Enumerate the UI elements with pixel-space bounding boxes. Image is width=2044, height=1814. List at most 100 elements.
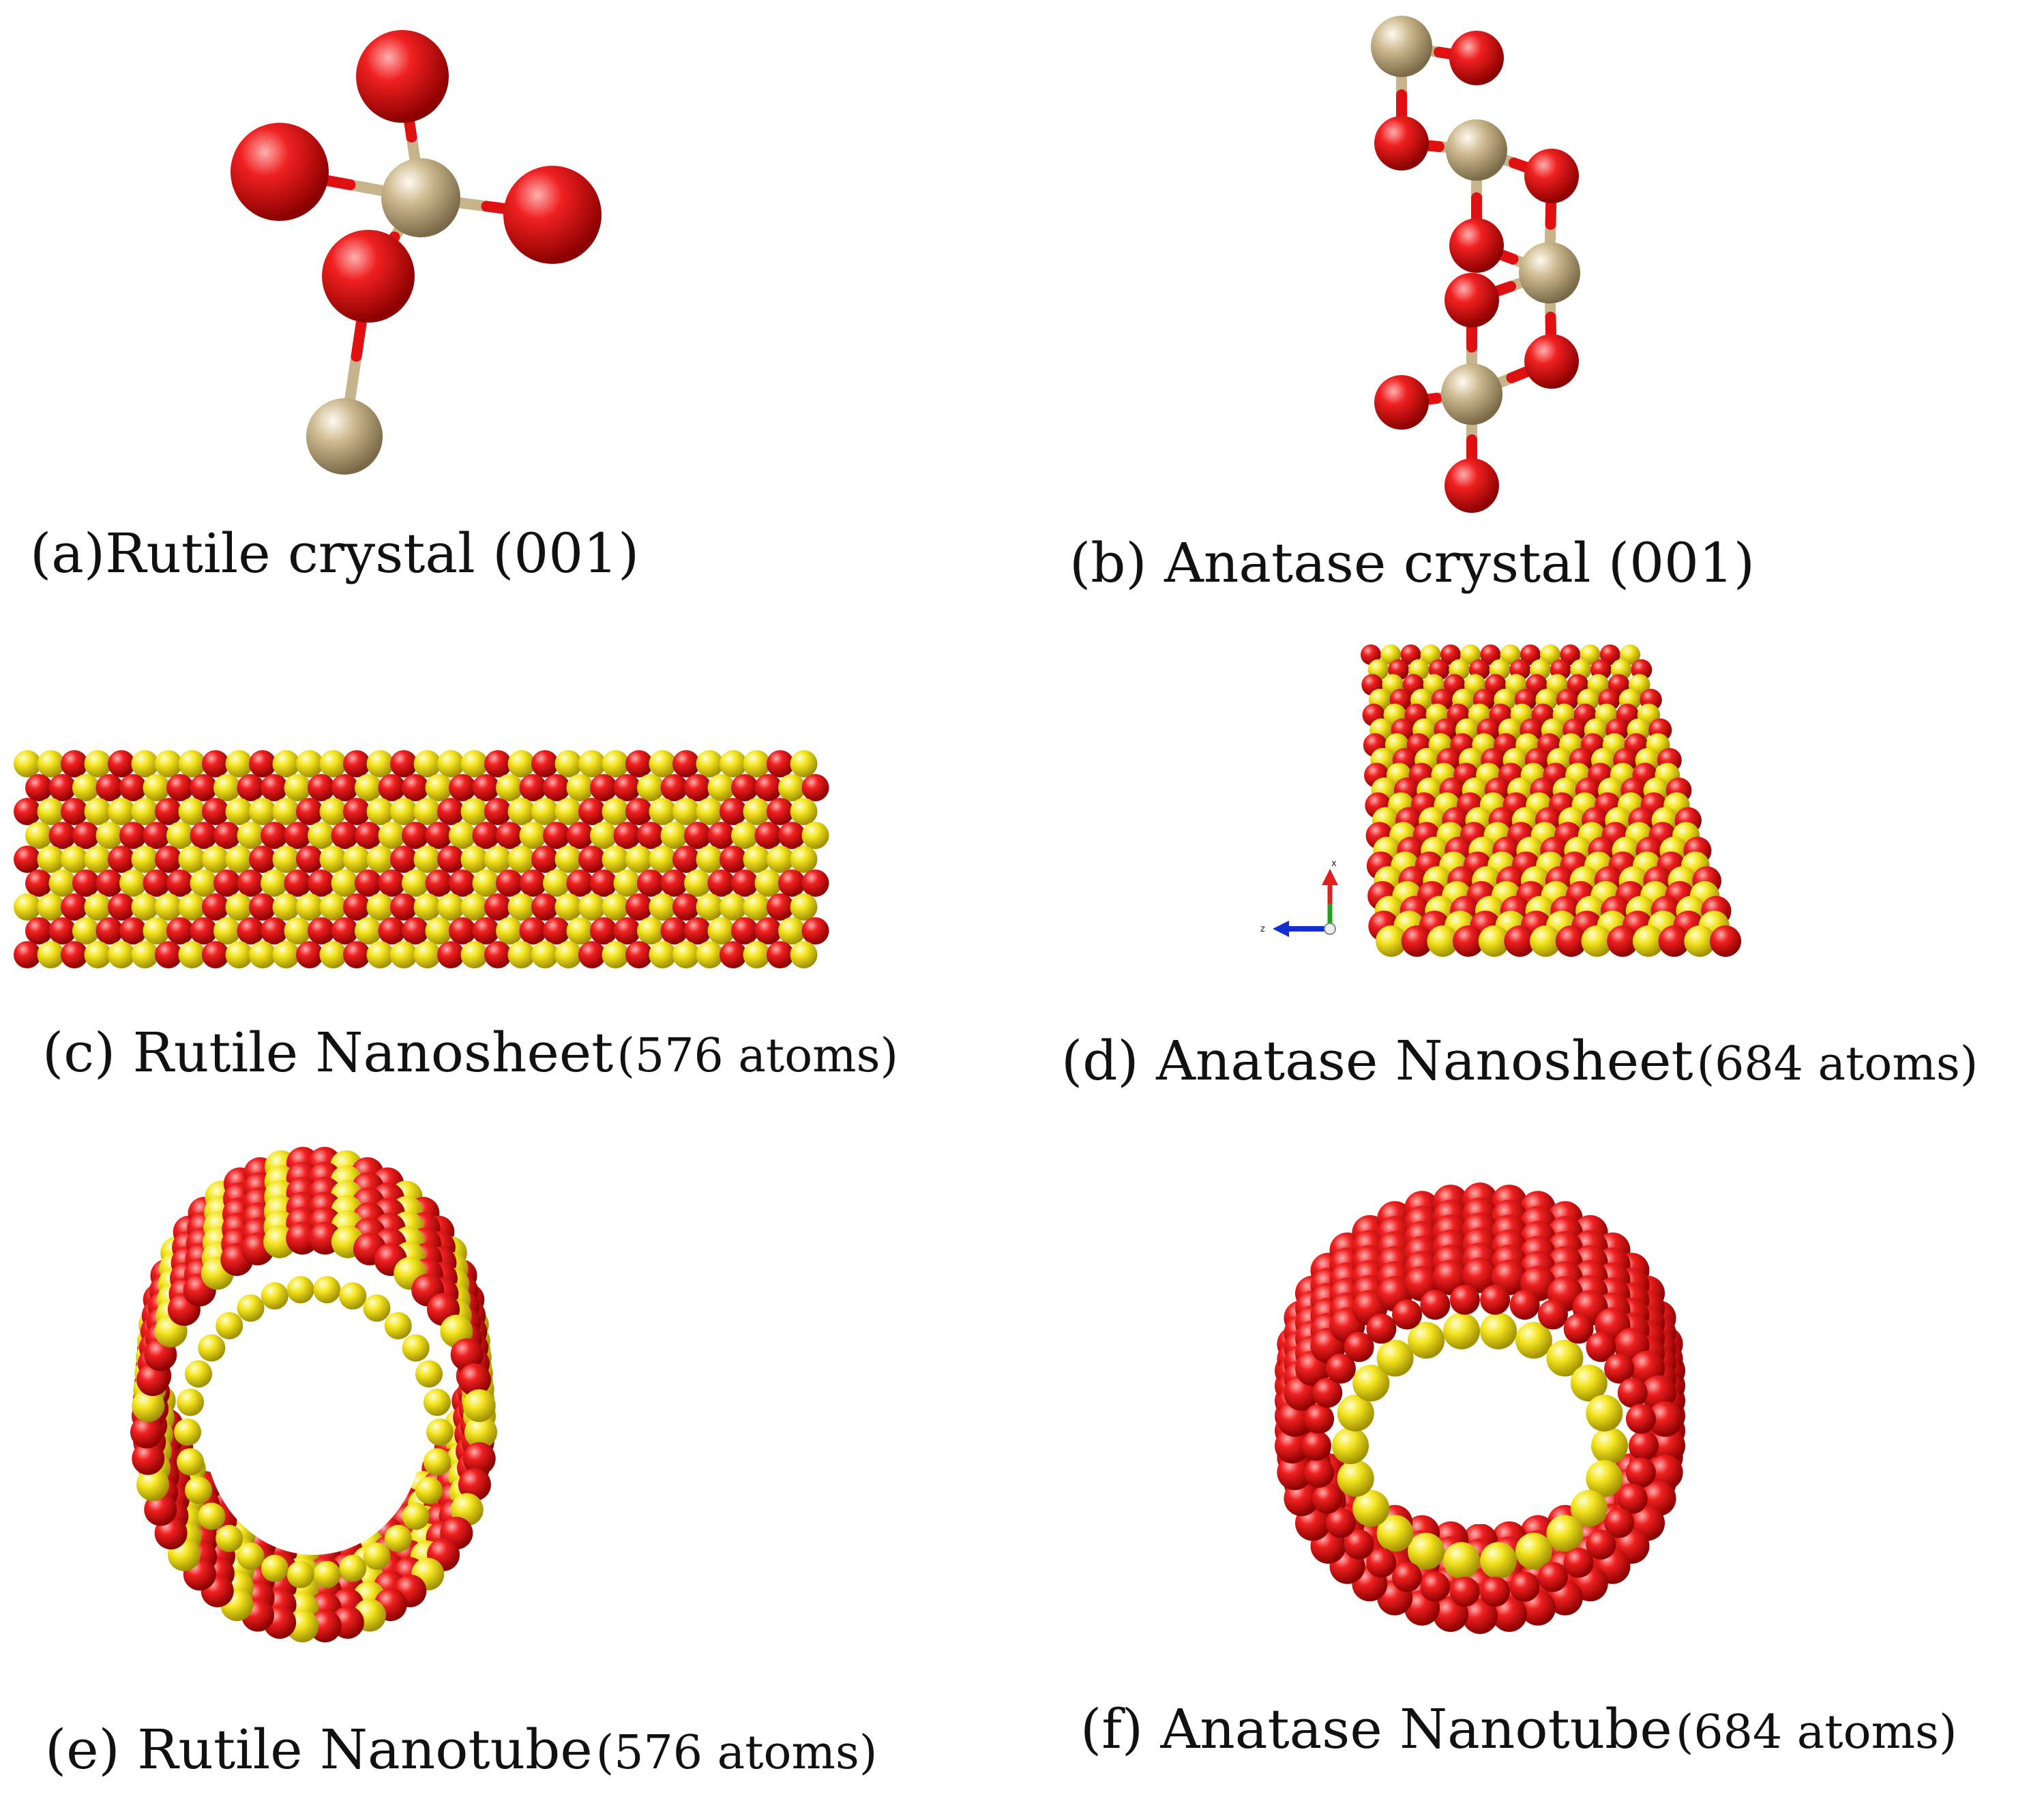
titanium-atom [249, 941, 276, 968]
caption-c-atoms: (576 atoms) [617, 1029, 899, 1083]
titanium-atom [108, 941, 135, 968]
oxygen-atom [458, 1468, 491, 1501]
oxygen-atom [543, 917, 570, 945]
oxygen-atom [237, 917, 265, 945]
titanium-atom [313, 1276, 341, 1304]
oxygen-atom [25, 774, 53, 801]
titanium-atom [1337, 1459, 1374, 1497]
oxygen-atom [672, 893, 700, 921]
titanium-atom [366, 893, 394, 921]
oxygen-atom [484, 893, 512, 921]
oxygen-atom [425, 869, 453, 897]
oxygen-atom [14, 941, 41, 968]
oxygen-atom [1586, 1529, 1616, 1560]
titanium-atom [1519, 242, 1580, 303]
oxygen-atom [155, 798, 182, 825]
titanium-atom [286, 1276, 314, 1304]
oxygen-atom [1629, 1431, 1659, 1461]
titanium-atom [1427, 925, 1459, 957]
caption-e: (e) Rutile Nanotube (576 atoms) [45, 1723, 877, 1777]
titanium-atom [696, 941, 724, 968]
titanium-atom [37, 798, 65, 825]
oxygen-atom [625, 893, 653, 921]
oxygen-atom [355, 822, 382, 849]
titanium-atom [131, 941, 159, 968]
oxygen-atom [296, 941, 323, 968]
oxygen-atom [1401, 925, 1433, 957]
rutile-nanotube-model [130, 1146, 497, 1643]
titanium-atom [355, 774, 382, 801]
titanium-atom [284, 774, 312, 801]
titanium-atom [272, 846, 300, 873]
rutile-nanosheet-model [14, 750, 829, 968]
oxygen-atom [531, 846, 559, 873]
titanium-atom [602, 750, 630, 777]
titanium-atom [136, 1468, 170, 1501]
oxygen-atom [720, 846, 747, 873]
titanium-atom [1580, 644, 1601, 665]
oxygen-atom [343, 750, 370, 777]
oxygen-atom [202, 893, 229, 921]
oxygen-atom [720, 941, 747, 968]
titanium-atom [554, 846, 582, 873]
titanium-atom [649, 893, 677, 921]
oxygen-atom [143, 869, 171, 897]
anatase-nanotube-model [1275, 1183, 1685, 1634]
caption-c: (c) Rutile Nanosheet (576 atoms) [42, 1026, 898, 1080]
titanium-atom [1546, 1339, 1584, 1377]
titanium-atom [649, 750, 677, 777]
titanium-atom [1376, 925, 1407, 957]
titanium-atom [363, 1294, 391, 1322]
titanium-atom [131, 893, 159, 921]
titanium-atom [1620, 644, 1640, 665]
titanium-atom [166, 822, 194, 849]
oxygen-atom [95, 869, 123, 897]
titanium-atom [184, 1360, 212, 1388]
titanium-atom [531, 941, 559, 968]
oxygen-atom [1366, 1313, 1397, 1344]
oxygen-atom [672, 750, 700, 777]
oxygen-atom [202, 750, 229, 777]
titanium-atom [216, 1311, 243, 1339]
oxygen-atom [166, 869, 194, 897]
titanium-atom [1332, 1427, 1369, 1464]
oxygen-atom [1374, 116, 1429, 170]
oxygen-atom [1445, 458, 1499, 513]
caption-d-atoms: (684 atoms) [1696, 1037, 1979, 1091]
oxygen-atom [684, 774, 711, 801]
caption-a: (a)Rutile crystal (001) [30, 526, 639, 581]
titanium-atom [460, 846, 488, 873]
titanium-atom [649, 846, 677, 873]
oxygen-atom [1555, 925, 1587, 957]
oxygen-atom [472, 917, 500, 945]
titanium-atom [496, 917, 523, 945]
titanium-atom [1442, 1312, 1480, 1350]
titanium-atom [801, 822, 829, 849]
titanium-atom [1376, 1339, 1414, 1377]
axis-z-label: z [1260, 924, 1265, 934]
titanium-atom [48, 869, 76, 897]
oxygen-atom [754, 822, 782, 849]
oxygen-atom [143, 822, 171, 849]
oxygen-atom [261, 822, 288, 849]
titanium-atom [1515, 1322, 1552, 1359]
oxygen-atom [61, 750, 88, 777]
oxygen-atom [472, 822, 500, 849]
titanium-atom [366, 941, 394, 968]
titanium-atom [415, 1476, 443, 1504]
titanium-atom [198, 1334, 226, 1362]
titanium-atom [707, 917, 735, 945]
oxygen-atom [296, 846, 323, 873]
titanium-atom [184, 1476, 212, 1504]
titanium-atom [1591, 1427, 1628, 1464]
oxygen-atom [496, 869, 523, 897]
titanium-atom [590, 822, 617, 849]
titanium-atom [423, 1388, 451, 1416]
titanium-atom [84, 750, 112, 777]
titanium-atom [343, 846, 370, 873]
oxygen-atom [778, 869, 805, 897]
oxygen-atom [61, 893, 88, 921]
titanium-atom [578, 893, 606, 921]
titanium-atom [14, 893, 41, 921]
oxygen-atom [1312, 1483, 1343, 1514]
